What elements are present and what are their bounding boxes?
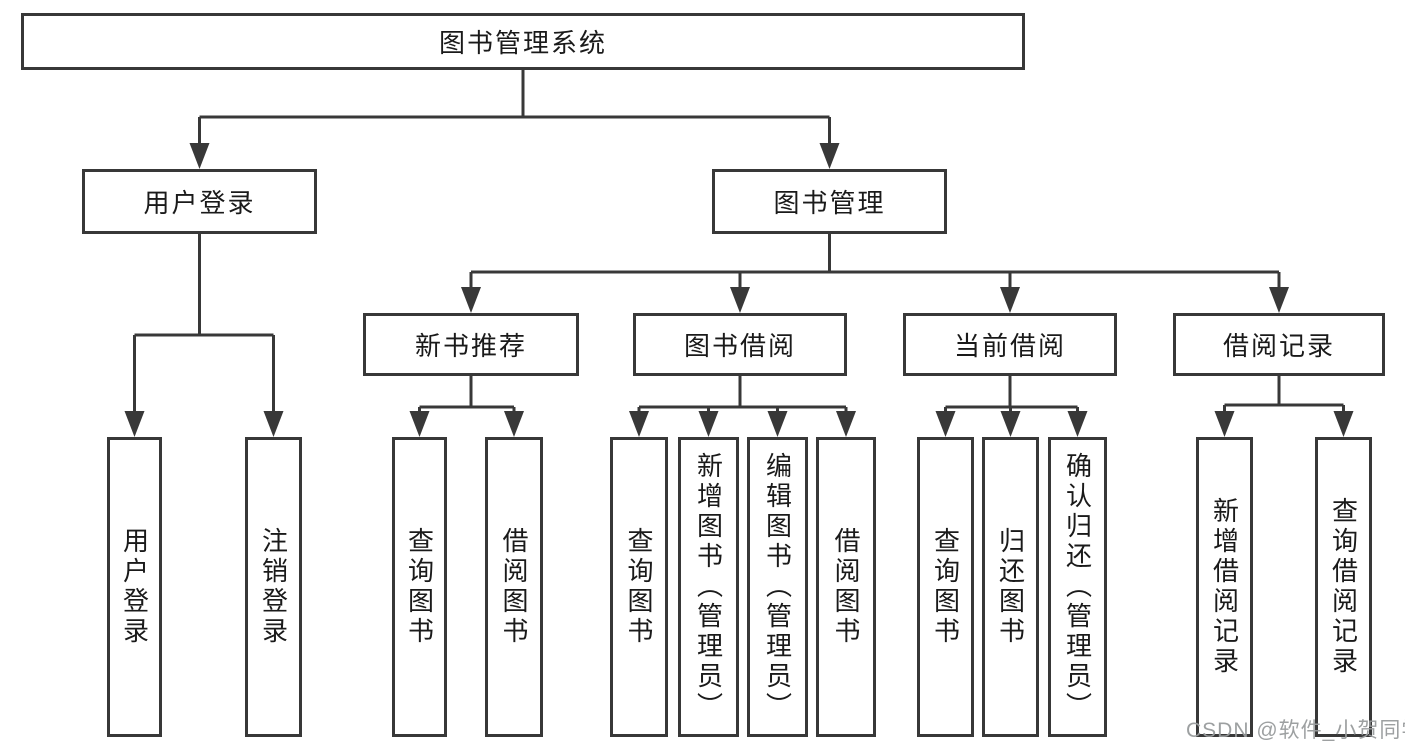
leaf-cb-return-books: 归还图书 [982, 437, 1039, 737]
node-book-borrowing-label: 图书借阅 [683, 331, 796, 361]
node-book-management-label: 图书管理 [773, 188, 886, 218]
leaf-bb-query-books-label: 查询图书 [624, 527, 654, 647]
leaf-logout-login-label: 注销登录 [258, 527, 289, 647]
leaf-nbr-borrow-books: 借阅图书 [485, 437, 543, 737]
node-user-login-label: 用户登录 [143, 188, 256, 218]
leaf-logout-login: 注销登录 [245, 437, 302, 737]
csdn-watermark: CSDN @软件_小贺同学 [1186, 719, 1405, 742]
leaf-nbr-borrow-books-label: 借阅图书 [499, 527, 529, 647]
leaf-br-query-borrow-record-label: 查询借阅记录 [1328, 497, 1359, 677]
leaf-br-query-borrow-record: 查询借阅记录 [1315, 437, 1372, 737]
arrowheads [124, 143, 1354, 437]
node-user-login: 用户登录 [82, 169, 317, 234]
node-new-book-recommendation-label: 新书推荐 [414, 331, 527, 361]
node-borrowing-records-label: 借阅记录 [1222, 331, 1335, 361]
node-new-book-recommendation: 新书推荐 [363, 313, 579, 376]
leaf-cb-query-books-label: 查询图书 [930, 527, 961, 647]
node-book-borrowing: 图书借阅 [633, 313, 847, 376]
leaf-bb-add-books-admin: 新增图书（管理员） [678, 437, 739, 737]
leaf-br-add-borrow-record-label: 新增借阅记录 [1209, 497, 1240, 677]
leaf-user-login-label: 用户登录 [119, 527, 150, 647]
leaf-br-add-borrow-record: 新增借阅记录 [1196, 437, 1253, 737]
leaf-user-login: 用户登录 [107, 437, 162, 737]
leaf-bb-borrow-books: 借阅图书 [816, 437, 876, 737]
node-current-borrowing: 当前借阅 [903, 313, 1117, 376]
leaf-bb-add-books-admin-label: 新增图书（管理员） [693, 452, 724, 722]
leaf-nbr-query-books-label: 查询图书 [404, 527, 435, 647]
node-borrowing-records: 借阅记录 [1173, 313, 1385, 376]
leaf-cb-confirm-return-admin: 确认归还（管理员） [1048, 437, 1107, 737]
leaf-bb-query-books: 查询图书 [610, 437, 668, 737]
leaf-cb-return-books-label: 归还图书 [995, 527, 1026, 647]
node-current-borrowing-label: 当前借阅 [953, 331, 1066, 361]
node-root-label: 图书管理系统 [438, 28, 607, 58]
leaf-bb-edit-books-admin-label: 编辑图书（管理员） [762, 452, 793, 722]
leaf-cb-confirm-return-admin-label: 确认归还（管理员） [1062, 452, 1093, 722]
leaf-nbr-query-books: 查询图书 [392, 437, 447, 737]
leaf-cb-query-books: 查询图书 [917, 437, 974, 737]
leaf-bb-edit-books-admin: 编辑图书（管理员） [747, 437, 808, 737]
node-book-management: 图书管理 [712, 169, 947, 234]
leaf-bb-borrow-books-label: 借阅图书 [831, 527, 861, 647]
node-root: 图书管理系统 [21, 13, 1025, 70]
